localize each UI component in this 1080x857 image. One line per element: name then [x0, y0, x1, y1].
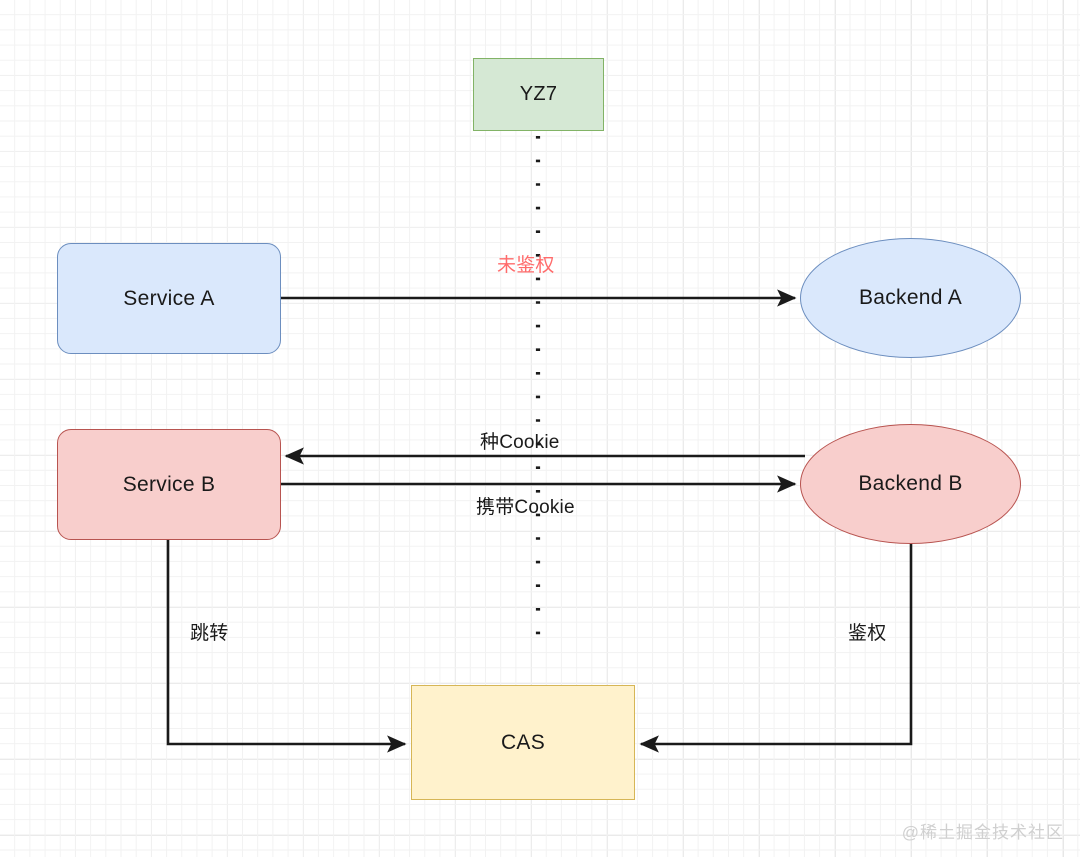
- node-backend-a-label: Backend A: [858, 286, 963, 309]
- node-backend-b-label: Backend B: [858, 472, 963, 495]
- node-backend-a[interactable]: Backend A: [800, 238, 1021, 358]
- node-cas-label: CAS: [500, 730, 546, 754]
- node-service-b[interactable]: Service B: [57, 429, 281, 540]
- node-service-b-label: Service B: [122, 472, 216, 496]
- edge-label-redirect: 跳转: [190, 623, 229, 644]
- node-service-a-label: Service A: [123, 286, 215, 310]
- edge-label-set-cookie: 种Cookie: [480, 432, 560, 453]
- node-yz7[interactable]: YZ7: [473, 58, 604, 131]
- edge-label-with-cookie: 携带Cookie: [476, 497, 575, 518]
- watermark: @稀土掘金技术社区: [901, 823, 1064, 842]
- node-backend-b[interactable]: Backend B: [800, 424, 1021, 544]
- edge-label-authenticate: 鉴权: [848, 623, 887, 644]
- edge-label-unauthenticated: 未鉴权: [497, 255, 555, 276]
- node-yz7-label: YZ7: [519, 83, 558, 105]
- node-service-a[interactable]: Service A: [57, 243, 281, 354]
- node-cas[interactable]: CAS: [411, 685, 635, 800]
